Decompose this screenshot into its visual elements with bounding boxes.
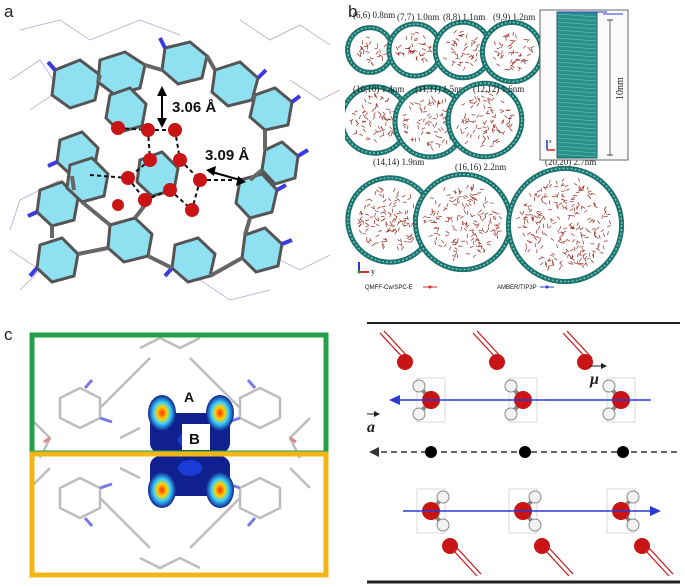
axis-indicator: y <box>357 262 375 276</box>
legend: QMFF-Cw/SPC-E AMBER/TIP3P <box>365 285 554 291</box>
panel-a-molecular-cage: 3.06 Å 3.09 Å <box>0 0 345 310</box>
water-molecule <box>606 488 640 534</box>
bottom-water-chain <box>416 488 640 534</box>
nanotube-label-5: (11,11) 1.5nm <box>415 84 466 94</box>
region-box-bottom <box>29 451 329 578</box>
legend-item-amber: AMBER/TIP3P <box>497 285 537 291</box>
framework-oxygens <box>43 436 297 444</box>
water-molecule <box>508 488 542 534</box>
nanotube-label-8: (16,16) 2.2nm <box>455 162 506 172</box>
tube-length-label: 10nm <box>615 77 626 100</box>
nanotube-1: (7,7) 1.0nm <box>386 12 444 79</box>
bottom-dipole-arrow <box>403 506 661 516</box>
top-dipole-arrow <box>389 395 651 405</box>
nanotube-4: (10,10) 1.4nm <box>345 84 411 156</box>
nanotube-side-view: 10nm z <box>539 9 629 161</box>
nanotube-label-6: (12,12) 1.6nm <box>473 84 524 94</box>
nanotube-label-4: (10,10) 1.4nm <box>353 84 404 94</box>
distance-label-2: 3.09 Å <box>205 147 249 164</box>
axis-y-label: y <box>371 267 375 276</box>
lattice-axis <box>369 446 677 458</box>
nanotube-label-0: (6,6) 0.8nm <box>353 10 395 20</box>
region-b-label-box <box>182 424 210 450</box>
distance-arrow-1 <box>157 86 167 128</box>
panel-label-b: b <box>348 2 358 21</box>
nanotube-8: (16,16) 2.2nm <box>412 162 514 273</box>
nanotube-3: (9,9) 1.2nm <box>479 12 545 85</box>
panel-c-density-map: A B <box>0 318 345 587</box>
oxygen-atoms <box>111 121 207 217</box>
nanotube-5: (11,11) 1.5nm <box>392 84 468 160</box>
nitrogen-atoms <box>27 37 310 278</box>
legend-item-qmff: QMFF-Cw/SPC-E <box>365 285 413 291</box>
density-map-figure: A B <box>29 332 329 578</box>
panel-b-nanotube-cross-sections: (6,6) 0.8nm(7,7) 1.0nm (8,8) 1.1nm (9,9) 1… <box>345 0 685 310</box>
panel-label-c: c <box>4 325 13 344</box>
nanotube-9: (20,20) 2.7nm <box>505 157 625 285</box>
nanotube-label-9: (20,20) 2.7nm <box>545 157 596 167</box>
nanotube-cross-sections: (6,6) 0.8nm(7,7) 1.0nm (8,8) 1.1nm (9,9) 1… <box>345 10 625 285</box>
linker-bonds <box>50 55 267 278</box>
nanotube-label-1: (7,7) 1.0nm <box>397 12 439 22</box>
bottom-tethers <box>442 538 674 577</box>
panel-label-a: a <box>4 2 14 21</box>
vector-a-label: a <box>367 419 375 436</box>
nanotube-figure: (6,6) 0.8nm(7,7) 1.0nm (8,8) 1.1nm (9,9) 1… <box>345 9 629 291</box>
water-chain-figure: μ a <box>367 322 680 584</box>
vector-mu-label: μ <box>589 371 599 388</box>
cage-structure-figure: 3.06 Å 3.09 Å <box>9 19 341 301</box>
nanotube-label-7: (14,14) 1.9nm <box>373 157 424 167</box>
region-label-b: B <box>189 431 200 448</box>
nanotube-label-2: (8,8) 1.1nm <box>443 12 485 22</box>
distance-label-1: 3.06 Å <box>172 99 216 116</box>
top-tethers <box>379 330 593 370</box>
nanotube-label-3: (9,9) 1.2nm <box>493 12 535 22</box>
side-axis-z: z <box>549 139 552 145</box>
framework-nitrogens <box>83 379 257 527</box>
distance-arrow-2 <box>206 166 246 186</box>
panel-c-water-chain-schematic: μ a <box>345 318 685 587</box>
region-label-a: A <box>184 389 194 405</box>
nanotube-7: (14,14) 1.9nm <box>345 157 435 265</box>
nanotube-6: (12,12) 1.6nm <box>445 80 525 160</box>
